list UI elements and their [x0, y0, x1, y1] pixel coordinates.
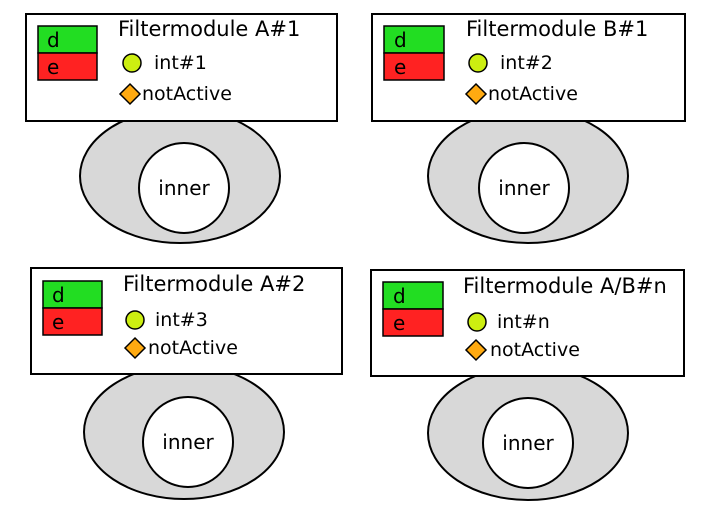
e-square	[382, 308, 444, 337]
module-title: Filtermodule A#1	[118, 17, 300, 41]
status-label: notActive	[488, 83, 578, 105]
circle-icon	[468, 53, 488, 73]
inner-circle	[478, 142, 570, 234]
e-label: e	[47, 55, 59, 79]
e-label: e	[52, 310, 64, 334]
d-square	[37, 25, 98, 54]
filtermodule-3: inner d e Filtermodule A/B#n int#n notAc…	[370, 269, 685, 501]
int-label: int#3	[155, 309, 208, 331]
inner-circle	[138, 142, 230, 234]
circle-icon	[467, 312, 487, 332]
int-label: int#1	[154, 52, 207, 74]
module-title: Filtermodule A#2	[123, 272, 305, 296]
e-label: e	[393, 311, 405, 335]
module-title: Filtermodule A/B#n	[463, 274, 667, 298]
filtermodule-1: inner d e Filtermodule B#1 int#2 notActi…	[371, 13, 686, 244]
circle-icon	[125, 310, 145, 330]
d-label: d	[47, 28, 60, 52]
status-label: notActive	[148, 337, 238, 359]
inner-label: inner	[498, 176, 550, 200]
diamond-icon	[464, 82, 488, 106]
inner-label: inner	[502, 431, 554, 455]
int-label: int#n	[497, 311, 550, 333]
d-label: d	[394, 28, 407, 52]
d-label: d	[52, 283, 65, 307]
e-square	[383, 52, 445, 81]
inner-circle	[482, 397, 574, 489]
e-square	[42, 307, 103, 336]
d-square	[42, 280, 103, 309]
diamond-icon	[118, 82, 142, 106]
module-title: Filtermodule B#1	[466, 17, 648, 41]
filtermodule-2: inner d e Filtermodule A#2 int#3 notActi…	[30, 267, 343, 500]
status-label: notActive	[490, 339, 580, 361]
e-square	[37, 52, 98, 81]
inner-circle	[142, 396, 234, 488]
diamond-icon	[464, 338, 488, 362]
circle-icon	[122, 53, 142, 73]
int-label: int#2	[500, 52, 553, 74]
d-square	[383, 25, 445, 54]
status-label: notActive	[142, 83, 232, 105]
diamond-icon	[123, 336, 147, 360]
d-square	[382, 281, 444, 310]
filtermodule-0: inner d e Filtermodule A#1 int#1 notActi…	[25, 13, 338, 244]
inner-label: inner	[158, 176, 210, 200]
e-label: e	[394, 55, 406, 79]
inner-label: inner	[162, 430, 214, 454]
d-label: d	[393, 284, 406, 308]
